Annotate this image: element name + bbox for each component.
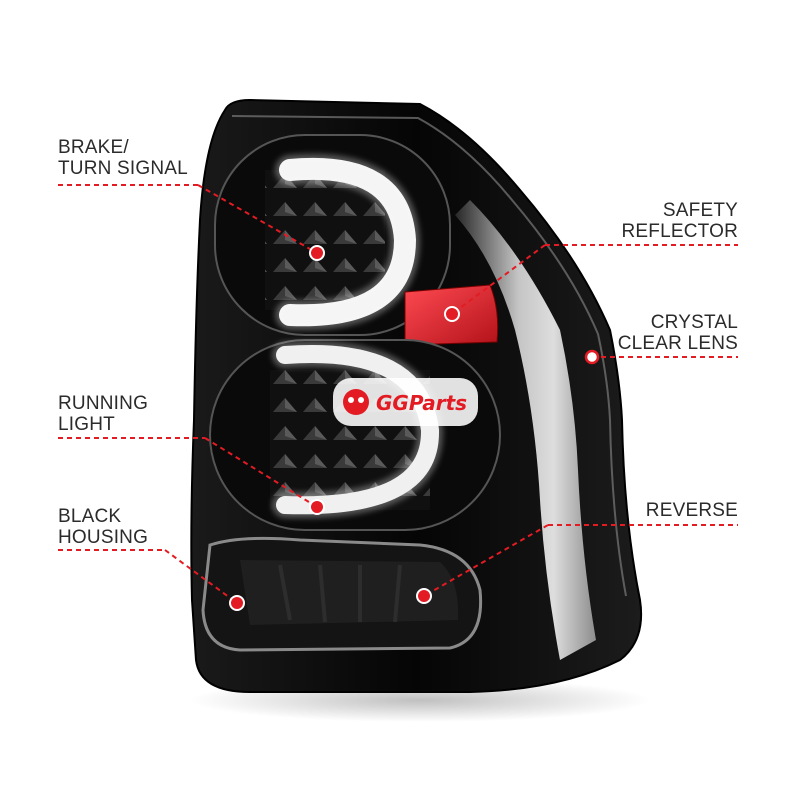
chrome-trim [231,115,627,597]
ggparts-watermark: GGParts [333,378,478,426]
reverse-label-line1: REVERSE [645,500,738,521]
housing-label-line1: BLACK [58,506,122,527]
reflector-callout-leader [451,244,546,315]
housing-callout-dot [229,595,245,611]
brake-label-line2: TURN SIGNAL [58,158,188,179]
running-label-line2: LIGHT [58,414,115,435]
crystal-clear-lens-label: CRYSTAL CLEAR LENS [618,312,738,354]
reverse-callout-dot [416,588,432,604]
lens-label-line2: CLEAR LENS [617,333,738,354]
brake-label-line1: BRAKE/ [58,137,129,158]
reflector-callout-dot [444,306,460,322]
reflector-label-line2: REFLECTOR [621,221,738,242]
reflector-label-line1: SAFETY [662,200,738,221]
brake-callout-leader [197,184,318,254]
housing-callout-leader [164,549,238,604]
lens-callout-dot [584,349,600,365]
reverse-label: REVERSE [646,500,738,521]
black-housing-label: BLACK HOUSING [58,506,148,548]
running-light-label: RUNNING LIGHT [58,393,148,435]
reverse-callout-leader [423,524,549,597]
safety-reflector-label: SAFETY REFLECTOR [621,200,738,242]
brake-turn-signal-label: BRAKE/ TURN SIGNAL [58,137,188,179]
running-callout-leader [204,437,318,508]
logo-text: GGParts [376,391,467,415]
housing-label-line2: HOUSING [58,527,149,548]
brake-callout-dot [309,245,325,261]
reverse-ribs [278,564,402,623]
crystal-clear-lens [455,200,596,660]
logo-mascot-icon [343,389,369,415]
running-callout-dot [309,499,325,515]
running-label-line1: RUNNING [58,393,149,414]
lens-label-line1: CRYSTAL [650,312,738,333]
